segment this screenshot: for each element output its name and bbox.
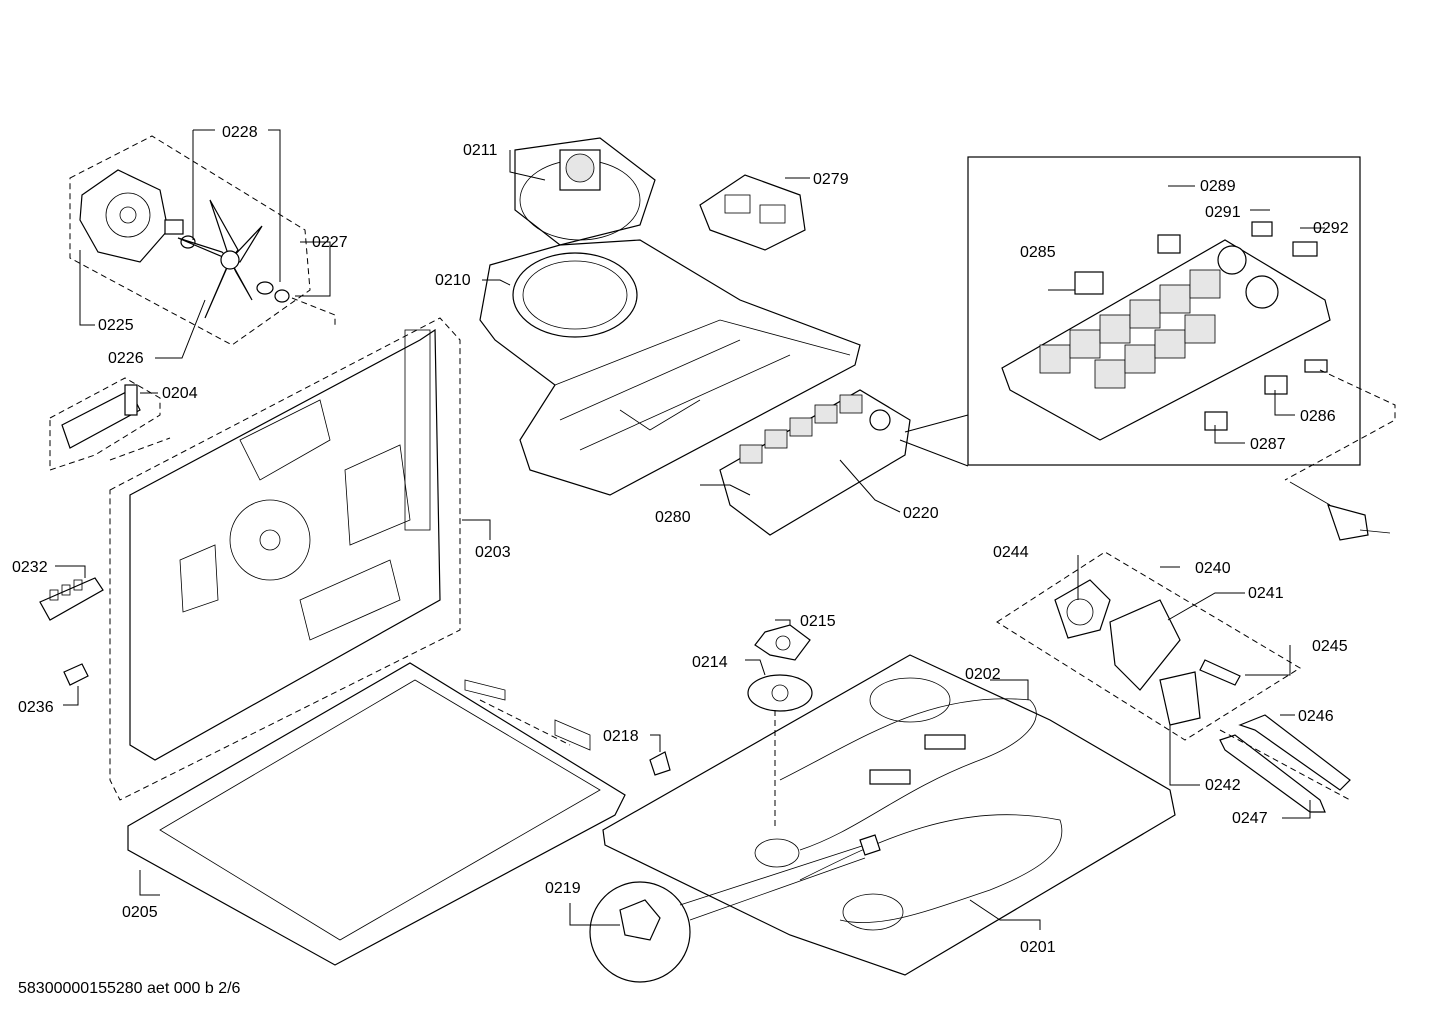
label-0292: 0292 [1313,220,1349,237]
fan-impeller-part [177,199,290,319]
label-0236: 0236 [18,699,54,716]
label-0240: 0240 [1195,560,1231,577]
label-0218: 0218 [603,728,639,745]
label-0286: 0286 [1300,408,1336,425]
clip-part [63,663,89,706]
label-0244: 0244 [993,544,1029,561]
label-0210: 0210 [435,272,471,289]
sensor-probe-part [1289,481,1391,541]
label-0225: 0225 [98,317,134,334]
label-0247: 0247 [1232,810,1268,827]
detail-circle [569,834,881,983]
label-0228: 0228 [222,124,258,141]
label-0203: 0203 [475,544,511,561]
label-0245: 0245 [1312,638,1348,655]
label-0214: 0214 [692,654,728,671]
control-frame-group [109,317,491,801]
fan-motor-group [69,129,336,359]
label-0280: 0280 [655,509,691,526]
blower-part [509,137,656,246]
label-0219: 0219 [545,880,581,897]
part-labels: 0228 0227 0225 0226 0211 0279 0210 0204 … [12,124,1349,956]
drawing-number: 58300000155280 aet 000 b 2/6 [18,980,241,997]
bracket-group [49,377,171,471]
clip-0218-part [649,734,671,776]
thermostat-group [996,551,1301,786]
fan-motor-part [79,169,196,263]
label-0220: 0220 [903,505,939,522]
label-0226: 0226 [108,350,144,367]
label-0285: 0285 [1020,244,1056,261]
label-0291: 0291 [1205,204,1241,221]
fan-housing-part [479,239,861,496]
label-0204: 0204 [162,385,198,402]
base-tray-part [127,662,626,966]
relay-holder-part [699,174,810,251]
label-0246: 0246 [1298,708,1334,725]
heating-element-part [1219,714,1351,819]
label-0289: 0289 [1200,178,1236,195]
label-0232: 0232 [12,559,48,576]
detail-inset [967,156,1396,481]
label-0205: 0205 [122,904,158,921]
label-0279: 0279 [813,171,849,188]
label-0201: 0201 [1020,939,1056,956]
label-0287: 0287 [1250,436,1286,453]
label-0211: 0211 [463,142,498,159]
fan-mount-part [745,619,813,830]
label-0242: 0242 [1205,777,1241,794]
label-0241: 0241 [1248,585,1284,602]
label-0227: 0227 [312,234,348,251]
terminal-block-part [39,565,104,621]
label-0215: 0215 [800,613,836,630]
label-0202: 0202 [965,666,1001,683]
power-module-part [700,389,969,536]
floor-plate-part [602,654,1176,976]
